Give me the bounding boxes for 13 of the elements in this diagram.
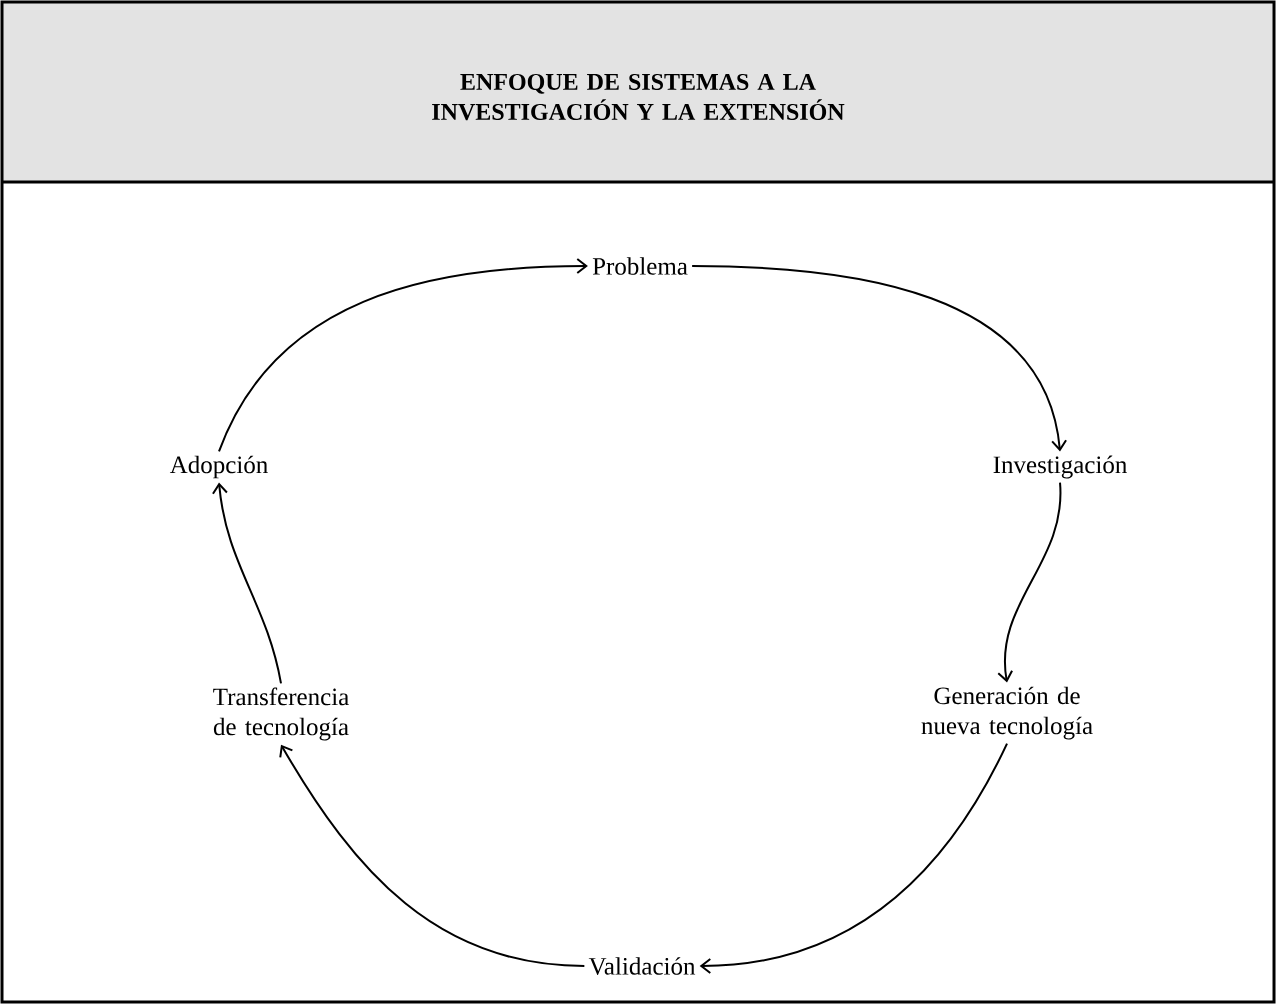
step-label: Adopción [169, 455, 268, 479]
arrow [699, 742, 1008, 974]
arrow [691, 265, 1068, 452]
arrow [211, 482, 282, 685]
arrow [279, 744, 586, 967]
step-label: Problema [592, 257, 688, 275]
step-label: Investigación [993, 455, 1127, 479]
step-label: Validación [588, 957, 696, 975]
step-label: Generación de nueva tecnología [921, 686, 1093, 740]
arrow [218, 258, 588, 453]
step-label: Transferencia de tecnología [213, 687, 349, 741]
arrow [997, 481, 1062, 683]
title: ENFOQUE DE SISTEMAS A LA INVESTIGACIÓN Y LA EXTENSIÓN [432, 73, 845, 121]
